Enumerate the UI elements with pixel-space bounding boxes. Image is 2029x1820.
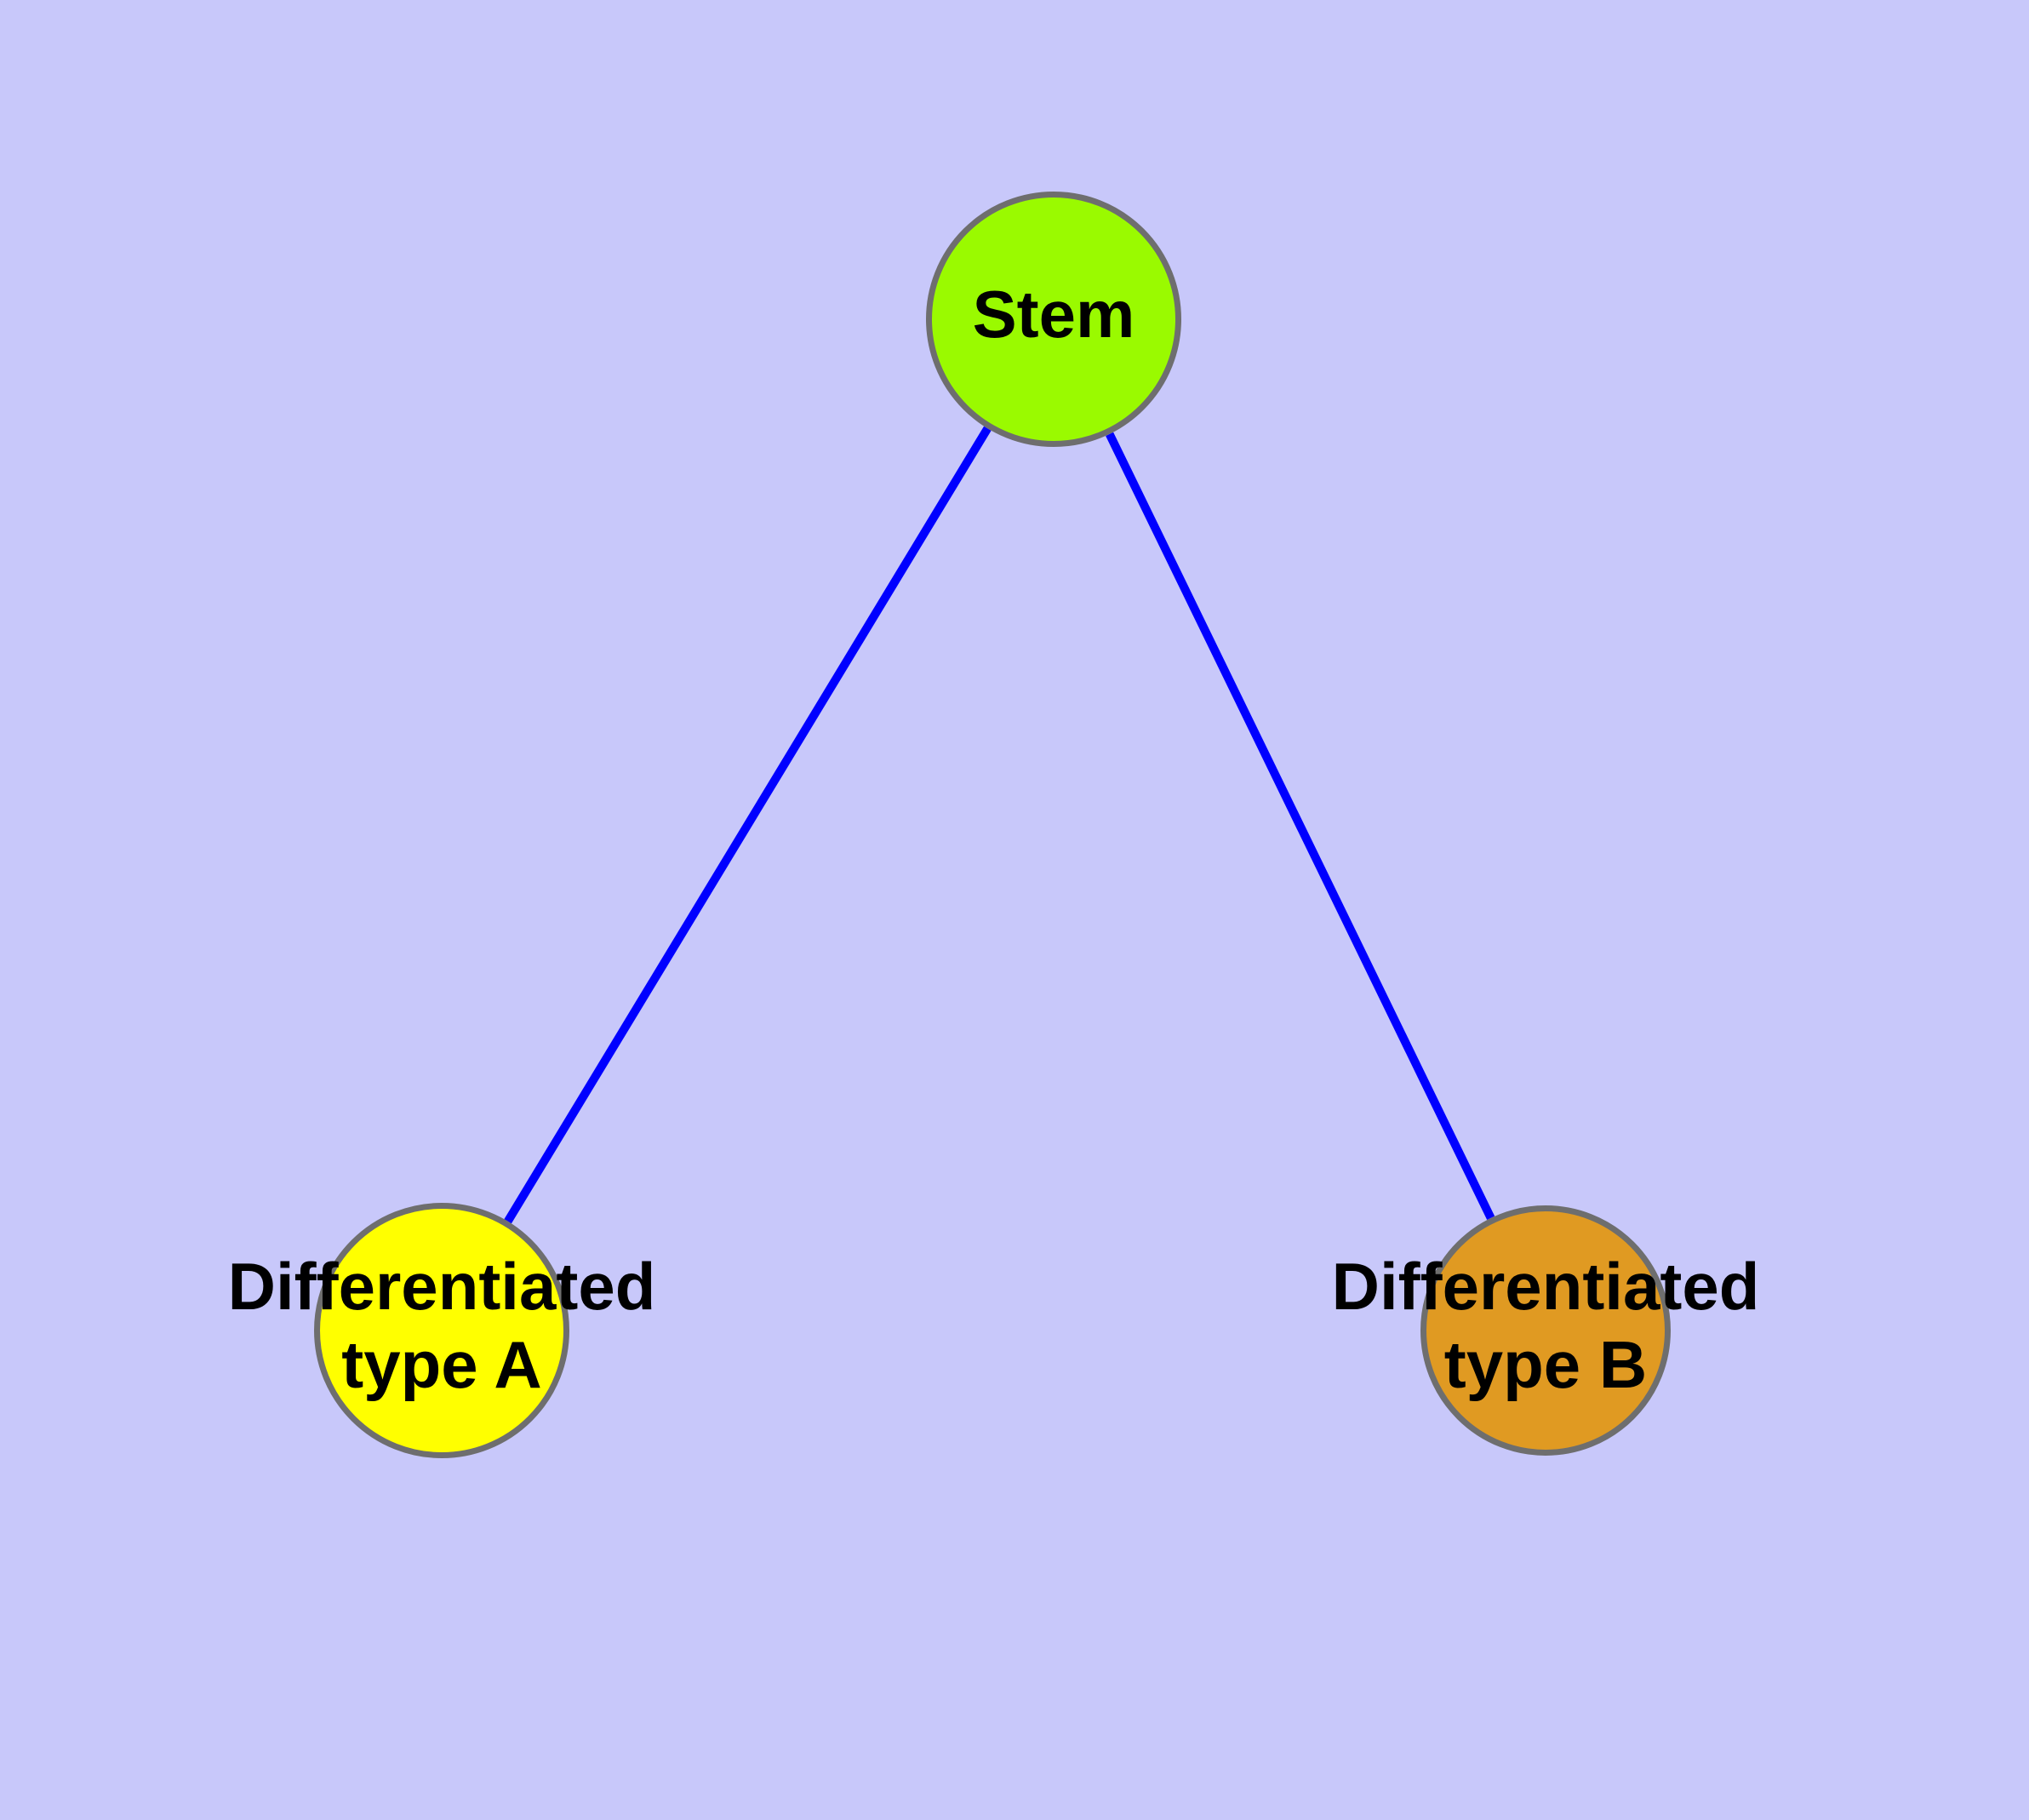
graph-node-label-stem: Stem [973,277,1135,352]
graph-edge-stem-to-diff-a[interactable] [504,426,992,1224]
graph-edge-stem-to-diff-b[interactable] [1106,432,1495,1221]
graph-node-stem[interactable] [926,192,1181,447]
graph-node-diff-a[interactable] [314,1203,569,1458]
graph-node-label-line: Differentiated [1332,1249,1760,1324]
graph-node-label-line: type A [341,1327,542,1402]
graph-node-label-line: Differentiated [228,1249,656,1324]
nodes-layer [314,192,1671,1458]
graph-node-diff-b[interactable] [1420,1205,1671,1456]
graph-node-label-line: type B [1444,1327,1647,1402]
edges-layer [504,426,1495,1224]
graph-node-label-line: Stem [973,277,1135,352]
